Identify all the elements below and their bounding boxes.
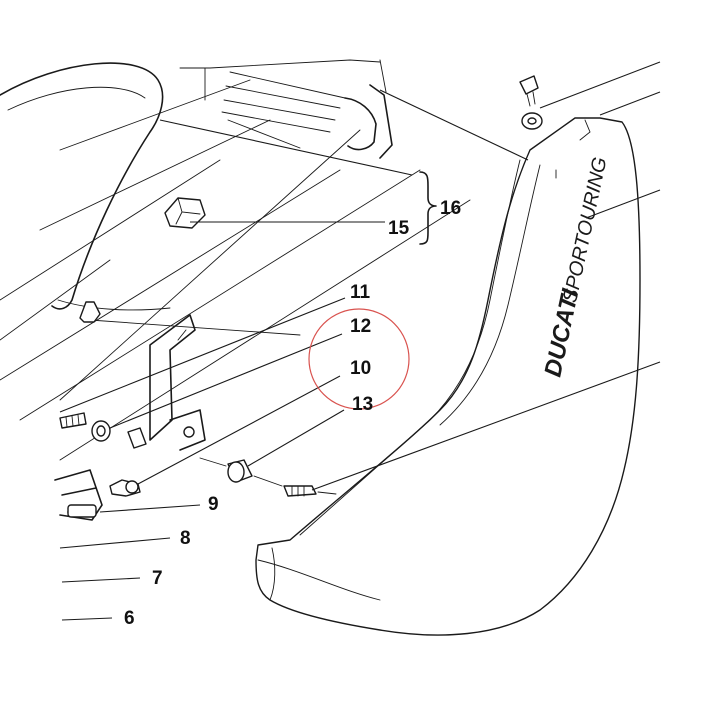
leader-lines [59,61,661,621]
leader-panel-top [599,91,661,116]
callout-11: 11 [350,282,371,303]
callout-7: 7 [152,568,163,589]
leader-panel-edge [379,89,529,161]
clip-nut-part [164,197,206,229]
callout-labels: 16 15 11 12 10 13 9 8 7 6 [124,198,461,629]
leader-9 [99,504,201,513]
leader-12 [109,333,343,429]
leader-top-washer [539,61,661,109]
leader-13 [247,409,345,467]
group-brace [419,171,437,245]
rack-bracket [127,314,206,451]
leader-16 [159,119,413,176]
fasteners [59,75,543,497]
leader-stud [311,361,661,491]
leader-7 [61,577,141,583]
frame-lines [0,59,471,461]
callout-10: 10 [350,358,371,379]
leader-11 [59,297,346,413]
leader-8 [59,537,171,549]
cap-nut [79,301,101,323]
callout-13: 13 [352,394,373,415]
seat [0,62,171,311]
callout-12: 12 [350,316,371,337]
leader-6 [61,617,113,621]
callout-8: 8 [180,528,191,549]
grab-rail [54,469,103,521]
callout-6: 6 [124,608,135,629]
highlight-circle [308,308,410,410]
callout-15: 15 [388,218,410,239]
callout-16: 16 [440,198,461,219]
side-cover-panel: DUCATI SPORTOURING [255,117,641,636]
leader-panel-logo [585,189,661,219]
leader-10 [137,375,341,485]
callout-9: 9 [208,494,219,515]
